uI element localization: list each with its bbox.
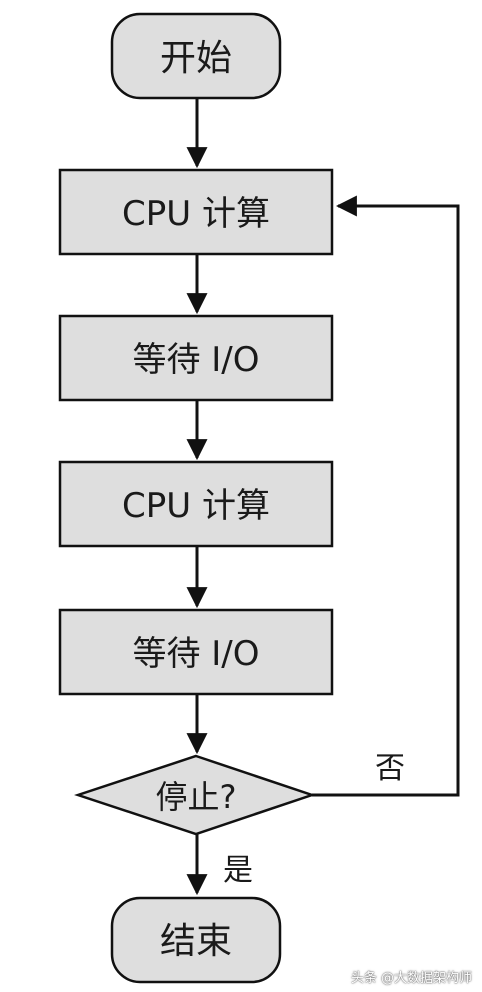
- watermark-text: 头条 @大数据架构师: [350, 971, 472, 986]
- wait-io-label-2: 等待 I/O: [132, 634, 259, 674]
- end-label: 结束: [160, 921, 232, 962]
- start-label: 开始: [160, 38, 232, 79]
- stop-decision-label: 停止?: [156, 778, 237, 816]
- yes-label: 是: [223, 853, 253, 888]
- cpu-compute-box-2: [58, 460, 334, 548]
- wait-io-label-1: 等待 I/O: [132, 340, 259, 380]
- no-label: 否: [375, 751, 405, 786]
- cpu-compute-label-1: CPU 计算: [122, 194, 270, 234]
- loop-back-line: [312, 195, 460, 797]
- cpu-compute-box-1: [58, 168, 334, 256]
- cpu-compute-label-2: CPU 计算: [122, 486, 270, 526]
- wait-io-box-2: [58, 608, 334, 696]
- end-terminal: [110, 896, 282, 984]
